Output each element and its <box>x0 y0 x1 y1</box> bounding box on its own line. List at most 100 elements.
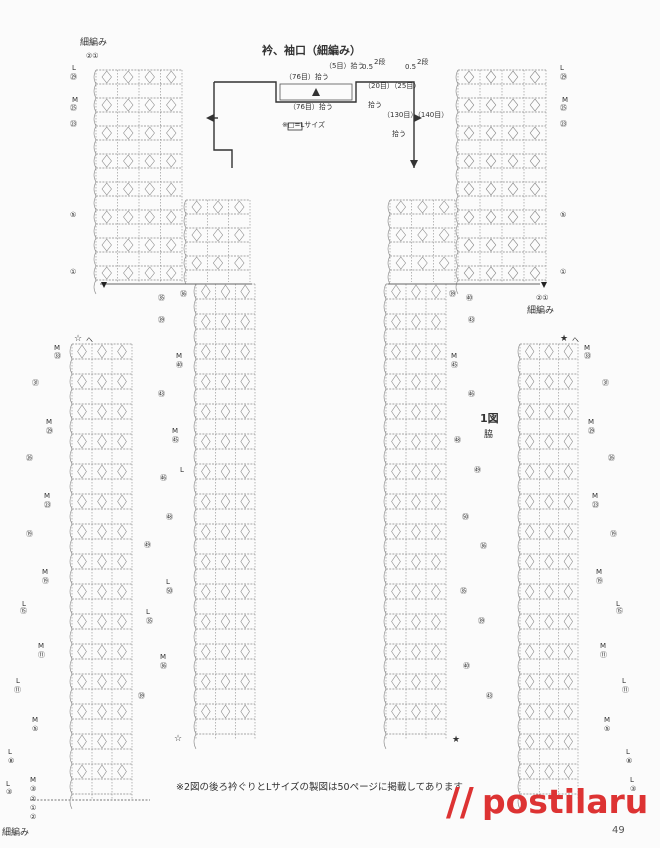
marker-L: L <box>8 748 12 756</box>
black-star-center: ★ <box>452 735 461 745</box>
row-marker: ⑤ <box>32 725 39 733</box>
collar-left-outline <box>213 82 233 168</box>
row-marker: ㉝ <box>584 352 591 360</box>
row-marker: ㉓ <box>560 120 567 128</box>
row-marker: ㉖ <box>608 454 615 462</box>
rows-right: 0.5 <box>405 63 417 71</box>
pick-20-25: （20目）（25目） <box>364 82 421 90</box>
watermark-ru: .ru <box>596 782 649 821</box>
row-marker: ㉕ <box>70 104 77 112</box>
row-marker: ① <box>70 268 77 276</box>
pick-76-top: （76目）拾う <box>285 73 329 81</box>
size-legend-box <box>287 122 303 131</box>
corner-marker-right: ②① <box>536 294 549 302</box>
row-marker: ② <box>30 813 37 821</box>
row-marker: ⑤ <box>604 725 611 733</box>
fine-crochet-label-right: 細編み <box>527 306 555 316</box>
page-number: 49 <box>612 825 625 836</box>
row-marker: ㊵ <box>466 294 473 302</box>
rows-left: 0.5 <box>362 63 374 71</box>
row-marker: ㉝ <box>54 352 61 360</box>
pick-word-a: 拾う <box>368 101 382 109</box>
row-marker: ㊻ <box>160 474 167 482</box>
row-marker: ㊺ <box>172 436 179 444</box>
marker-L: L <box>180 466 184 474</box>
marker-M: M <box>588 418 595 426</box>
marker-L: L <box>6 780 10 788</box>
row-marker: ㉓ <box>70 120 77 128</box>
panel-center-left <box>193 283 256 750</box>
row-marker: ⑪ <box>38 651 45 659</box>
panel-top-right-inner <box>387 199 456 285</box>
row-marker: ㊴ <box>138 692 145 700</box>
row-marker: ㊿ <box>166 587 173 595</box>
marker-L: L <box>616 600 620 608</box>
row-marker: ② <box>30 795 37 803</box>
row-marker: ㊵ <box>176 361 183 369</box>
row-marker: ㊴ <box>478 617 485 625</box>
row-marker: ㊱ <box>160 662 167 670</box>
row-marker: ⑤ <box>560 211 567 219</box>
rows-unit-left: 2段 <box>374 58 386 66</box>
row-marker: ㊻ <box>468 390 475 398</box>
row-marker: ㊵ <box>463 662 470 670</box>
row-marker: ㊿ <box>462 513 469 521</box>
marker-M: M <box>584 344 591 352</box>
marker-M: M <box>562 96 569 104</box>
row-marker: ㉛ <box>32 379 39 387</box>
caret-top-left: へ <box>86 336 93 344</box>
pick-130-140: （130目）（140目） <box>383 111 449 119</box>
panel-top-left-inner <box>183 199 251 285</box>
arrow-up-icon <box>312 88 320 96</box>
marker-M: M <box>44 492 51 500</box>
panel-outer-left <box>69 343 133 810</box>
row-marker: ㊱ <box>180 290 187 298</box>
footnote: ※2図の後ろ衿ぐりとLサイズの製図は50ページに掲載してあります <box>176 782 463 793</box>
marker-M: M <box>604 716 611 724</box>
marker-M: M <box>160 653 167 661</box>
marker-M: M <box>600 642 607 650</box>
size-note: ※□=Lサイズ <box>282 121 326 129</box>
row-marker: ③ <box>6 788 13 796</box>
marker-M: M <box>54 344 61 352</box>
row-marker: ㊺ <box>451 361 458 369</box>
marker-M: M <box>176 352 183 360</box>
arrow-down-icon <box>410 160 418 168</box>
marker-M: M <box>596 568 603 576</box>
chart-panels <box>30 69 579 810</box>
marker-M: M <box>451 352 458 360</box>
white-star-top-left: ☆ <box>74 334 83 344</box>
marker-L: L <box>146 608 150 616</box>
row-marker: ㊾ <box>474 466 481 474</box>
marker-L-top-left: L <box>72 64 76 72</box>
row-marker: ㉛ <box>602 379 609 387</box>
fine-crochet-label-bottom-left: 細編み <box>2 828 30 838</box>
corner-triangle-icon <box>541 282 547 288</box>
marker-L: L <box>622 677 626 685</box>
row-marker: ㉓ <box>44 501 51 509</box>
row-marker: ㉟ <box>460 587 467 595</box>
row-marker: ⑲ <box>26 530 33 538</box>
row-marker: ㊸ <box>468 316 475 324</box>
collar-title: 衿、袖口（細編み） <box>262 44 361 57</box>
row-marker: ㊸ <box>486 692 493 700</box>
arrow-left-icon <box>206 114 214 122</box>
watermark-logo-icon: // <box>446 780 474 824</box>
row-marker: ㉓ <box>592 501 599 509</box>
marker-L: L <box>166 578 170 586</box>
collar-neck-box <box>279 83 353 101</box>
watermark-text: postila <box>482 782 609 821</box>
row-marker: ⑪ <box>622 686 629 694</box>
row-marker: ⑪ <box>600 651 607 659</box>
row-marker: ㉕ <box>560 104 567 112</box>
collar-outline <box>214 81 415 168</box>
corner-marker-top-left: ②① <box>86 52 99 60</box>
pick-word-b: 拾う <box>392 130 406 138</box>
marker-L: L <box>626 748 630 756</box>
row-marker: ㉟ <box>146 617 153 625</box>
marker-L: L <box>16 677 20 685</box>
marker-M: M <box>46 418 53 426</box>
row-marker: ㉙ <box>70 73 77 81</box>
row-marker: ⑮ <box>616 607 623 615</box>
